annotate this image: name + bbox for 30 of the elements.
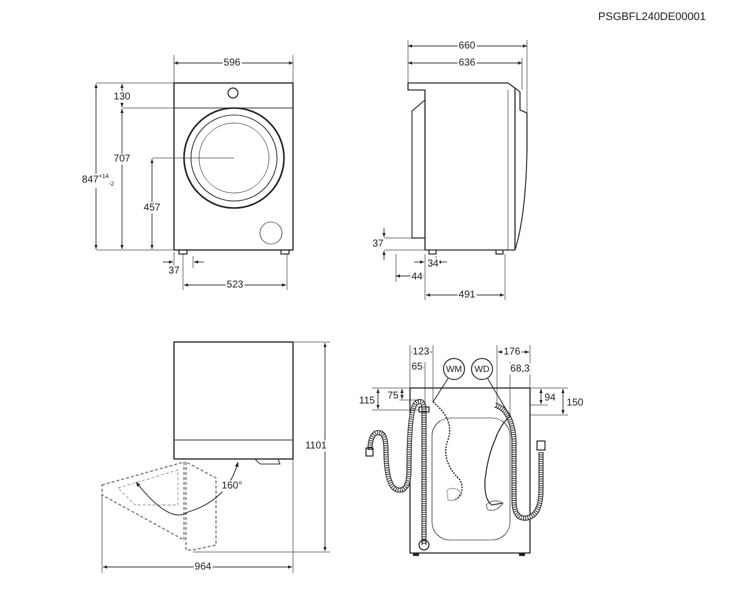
callout-circle bbox=[443, 358, 465, 380]
dimension-label: 130 bbox=[112, 92, 132, 102]
dimension-label: 596 bbox=[222, 58, 242, 68]
dimension-label: 37 bbox=[167, 266, 181, 276]
dimension-label: 1101 bbox=[304, 440, 328, 452]
drawing-code: PSGBFL240DE00001 bbox=[597, 10, 707, 24]
callout-circle bbox=[471, 358, 493, 380]
dimension-label: 37 bbox=[371, 238, 385, 250]
dimension-label: 660 bbox=[458, 40, 476, 52]
dimension-label: 75 bbox=[386, 390, 400, 402]
dimension-label: 491 bbox=[458, 290, 476, 300]
leader-line bbox=[432, 378, 448, 402]
angle-label: 160° bbox=[220, 480, 244, 492]
dimension-label: 123 bbox=[412, 346, 430, 358]
dimension-label: 176 bbox=[502, 346, 522, 358]
dimension-label: 707 bbox=[112, 154, 132, 164]
callout-text: WM bbox=[446, 364, 462, 374]
leader-line bbox=[487, 378, 510, 416]
dimension-label: 150 bbox=[566, 398, 584, 408]
dimension-label: 68,3 bbox=[509, 364, 531, 374]
dimension-label: 65 bbox=[410, 362, 424, 372]
dimension-label: 636 bbox=[458, 58, 476, 68]
dimension-label: 34 bbox=[426, 258, 440, 270]
dimension-label: 115 bbox=[358, 396, 376, 406]
dimension-label: 457 bbox=[142, 202, 162, 214]
dimension-label: 523 bbox=[226, 280, 244, 290]
callout-text: WD bbox=[474, 364, 490, 374]
dimension-label: 964 bbox=[194, 562, 212, 572]
dimension-label: 44 bbox=[410, 272, 424, 282]
dimension-label: 94 bbox=[543, 392, 557, 404]
